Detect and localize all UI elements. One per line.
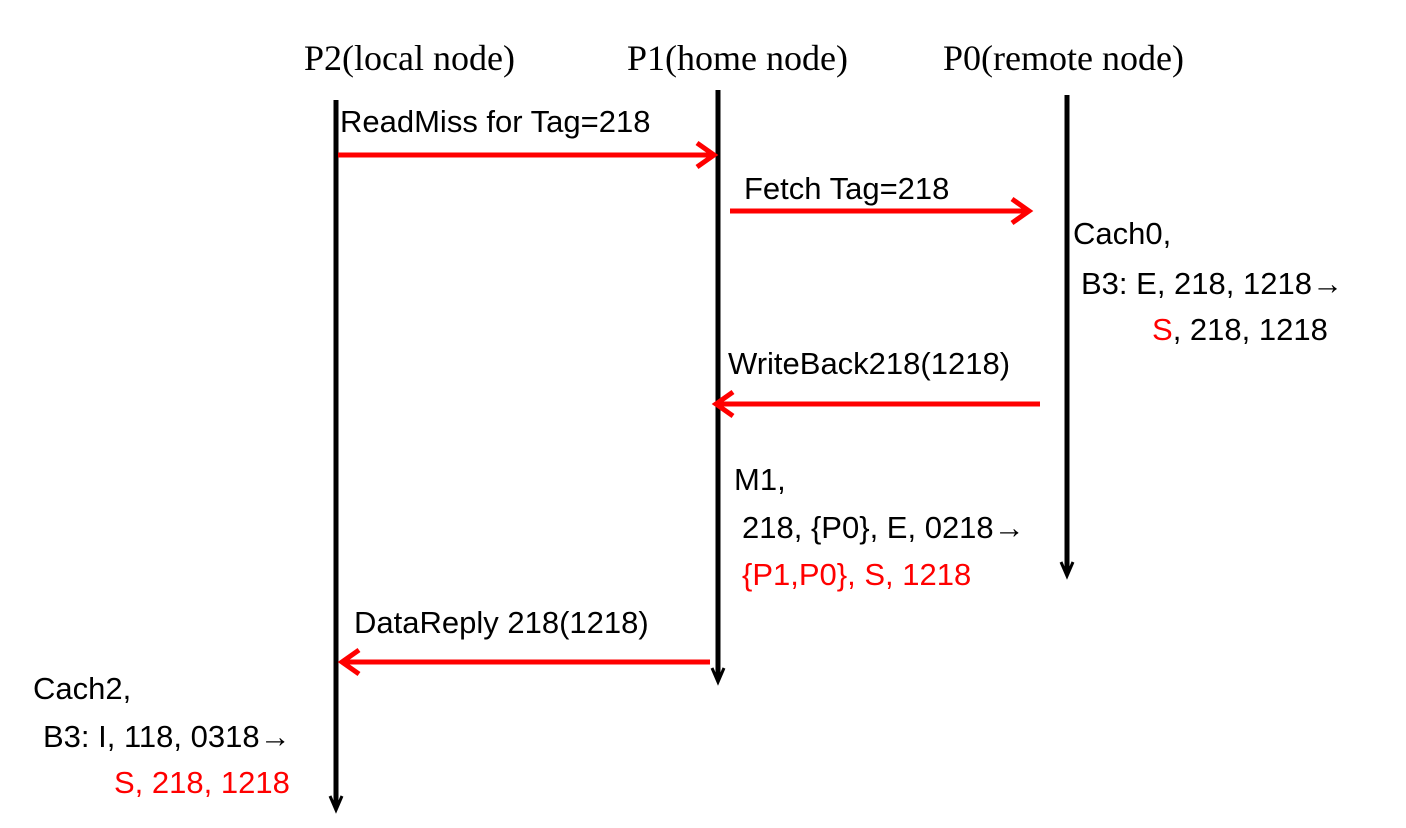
cache0-new-state-flag: S (1152, 312, 1173, 347)
arrow-read-miss (338, 140, 719, 170)
memory1-old-line: 218, {P0}, E, 0218 (742, 510, 994, 545)
cache2-title: Cach2, (33, 671, 132, 706)
node-label-p1: P1(home node) (627, 38, 848, 78)
memory1-title: M1, (734, 462, 786, 497)
node-label-p2: P2(local node) (304, 38, 515, 78)
message-label-data-reply: DataReply 218(1218) (354, 605, 649, 640)
cache0-old-state: B3: E, 218, 1218→ (1081, 268, 1343, 299)
cache2-new-state: S, 218, 1218 (114, 765, 290, 800)
message-label-write-back: WriteBack218(1218) (728, 346, 1011, 381)
timeline-p2 (328, 100, 344, 814)
memory1-old-state: 218, {P0}, E, 0218→ (742, 512, 1025, 543)
cache2-old-state: B3: I, 118, 0318→ (43, 721, 291, 752)
cache0-new-state: S, 218, 1218 (1152, 314, 1328, 345)
cache2-old-line: B3: I, 118, 0318 (43, 719, 260, 754)
cache0-old-line: B3: E, 218, 1218 (1081, 266, 1312, 301)
timeline-p1 (710, 90, 726, 686)
cache0-title: Cach0, (1073, 216, 1172, 251)
message-label-read-miss: ReadMiss for Tag=218 (340, 104, 651, 139)
arrow-fetch (730, 196, 1034, 226)
node-label-p0: P0(remote node) (943, 38, 1184, 78)
timeline-p0 (1059, 95, 1075, 580)
arrow-data-reply (337, 647, 710, 677)
arrow-write-back (711, 389, 1040, 419)
memory1-new-state: {P1,P0}, S, 1218 (742, 557, 972, 592)
transition-arrow-icon: → (993, 510, 1025, 545)
transition-arrow-icon: → (1311, 266, 1343, 301)
message-label-fetch: Fetch Tag=218 (744, 171, 950, 206)
cache0-new-state-rest: , 218, 1218 (1172, 312, 1328, 347)
transition-arrow-icon: → (259, 719, 291, 754)
